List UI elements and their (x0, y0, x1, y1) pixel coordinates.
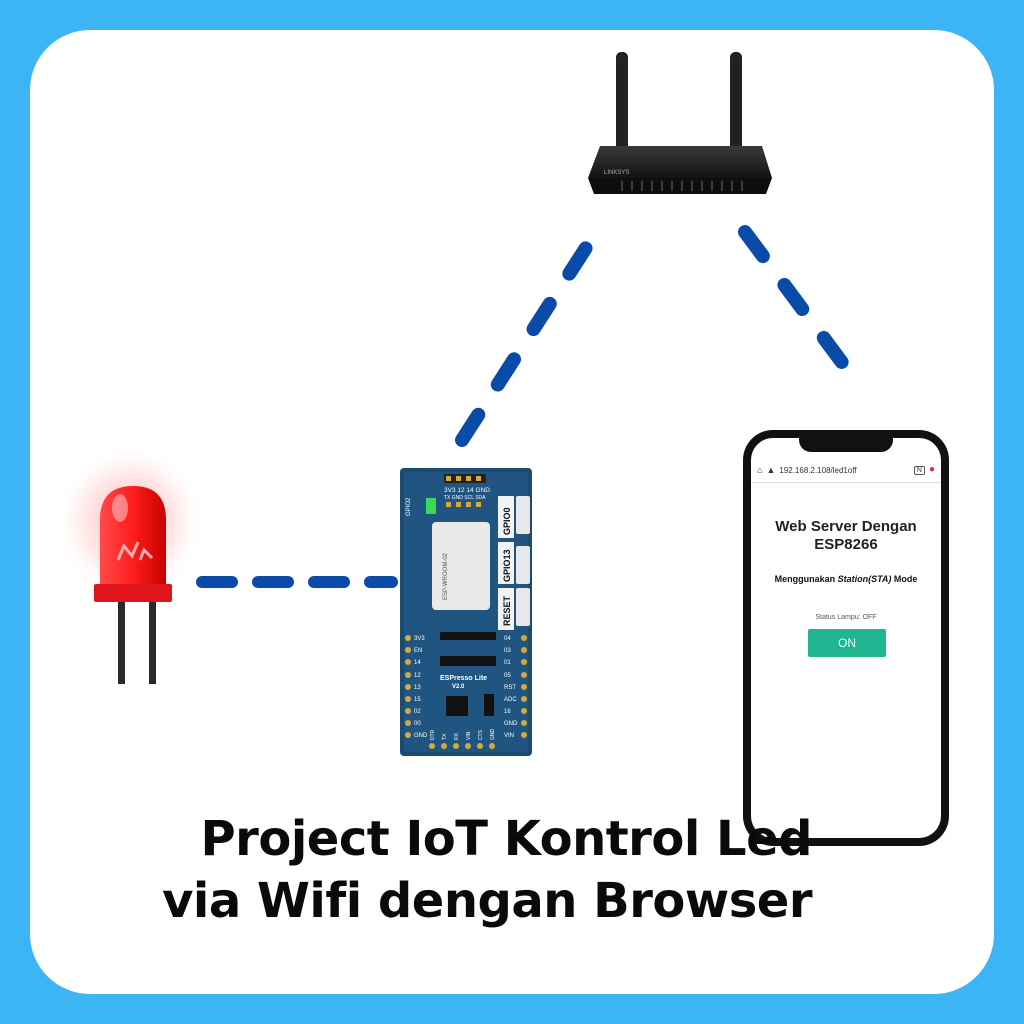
url-text[interactable]: 192.168.2.108/led1off (779, 465, 857, 475)
left-pin-label: 15 (414, 697, 421, 703)
button-gpio13-label: GPIO13 (502, 549, 512, 582)
right-pin-label: 03 (504, 648, 511, 654)
phone-notch (799, 438, 893, 452)
left-pin-label: 14 (414, 660, 421, 666)
lamp-status: Status Lampu: OFF (815, 614, 877, 621)
on-button[interactable]: ON (808, 629, 886, 657)
module-label: ESP-WROOM-02 (443, 552, 449, 600)
page-subtitle: Menggunakan Station(STA) Mode (751, 574, 941, 584)
subtitle-suffix: Mode (891, 574, 918, 584)
bottom-pin-label: VIN (466, 731, 472, 740)
header-top-label: 3V3 12 14 GND (444, 487, 490, 494)
home-icon[interactable]: ⌂ (757, 464, 763, 475)
subtitle-prefix: Menggunakan (774, 574, 838, 584)
smartphone: ⌂ ▲ 192.168.2.108/led1off N ● Web Server… (743, 430, 949, 846)
left-pin-label: 00 (414, 721, 421, 727)
right-pin-label: 05 (504, 673, 511, 679)
left-pin-label: 13 (414, 685, 421, 691)
status-led (426, 498, 436, 514)
left-pin-label: 02 (414, 709, 421, 715)
board-brand: ESPresso Lite (440, 675, 487, 682)
page-divider (751, 482, 941, 483)
esp-module (432, 522, 490, 610)
phone-screen: ⌂ ▲ 192.168.2.108/led1off N ● Web Server… (751, 438, 941, 838)
bottom-pin-label: CTS (478, 729, 484, 740)
subtitle-mode: Station(STA) (837, 574, 892, 584)
right-pin-label: ADC (504, 697, 517, 703)
bottom-pin-label: DTR (430, 729, 436, 740)
bottom-pin-label: TX (442, 733, 448, 740)
board-version: V2.0 (452, 684, 465, 690)
link-router-phone (738, 225, 865, 391)
header-top-label-2: TX GND SCL SDA (444, 495, 486, 501)
caption-line-2: via Wifi dengan Browser (162, 873, 812, 929)
right-pin-label: 16 (504, 709, 511, 715)
left-pin-label: EN (414, 648, 422, 654)
button-gpio0-label: GPIO0 (502, 507, 512, 535)
caption: Project IoT Kontrol Led via Wifi dengan … (0, 808, 812, 932)
left-pin-label: GND (414, 733, 428, 739)
warning-icon: ▲ (766, 464, 776, 475)
link-board-router (455, 219, 607, 447)
left-pin-label: 3V3 (414, 636, 425, 642)
button-reset-label: RESET (502, 595, 512, 626)
tabs-icon[interactable]: N (913, 465, 925, 475)
right-pin-label: 04 (504, 636, 511, 642)
router-brand: LINKSYS (604, 170, 629, 176)
menu-icon[interactable]: ● (928, 464, 935, 475)
bottom-pin-label: RX (454, 732, 460, 740)
right-pin-label: RST (504, 685, 516, 691)
page-title: Web Server Dengan ESP8266 (775, 518, 917, 553)
led-icon (54, 450, 206, 684)
browser-url-bar[interactable]: ⌂ ▲ 192.168.2.108/led1off N ● (751, 460, 941, 480)
right-pin-label: GND (504, 721, 518, 727)
esp-board: 3V3 12 14 GND TX GND SCL SDA GPIO2 ESP-W… (400, 468, 532, 756)
right-pin-label: 01 (504, 660, 511, 666)
left-pin-label: 12 (414, 673, 421, 679)
gpio2-label: GPIO2 (406, 497, 412, 516)
caption-line-1: Project IoT Kontrol Led (200, 811, 813, 867)
right-pin-label: VIN (504, 733, 514, 739)
bottom-pin-label: GND (490, 729, 496, 741)
router-icon: LINKSYS (588, 52, 772, 194)
